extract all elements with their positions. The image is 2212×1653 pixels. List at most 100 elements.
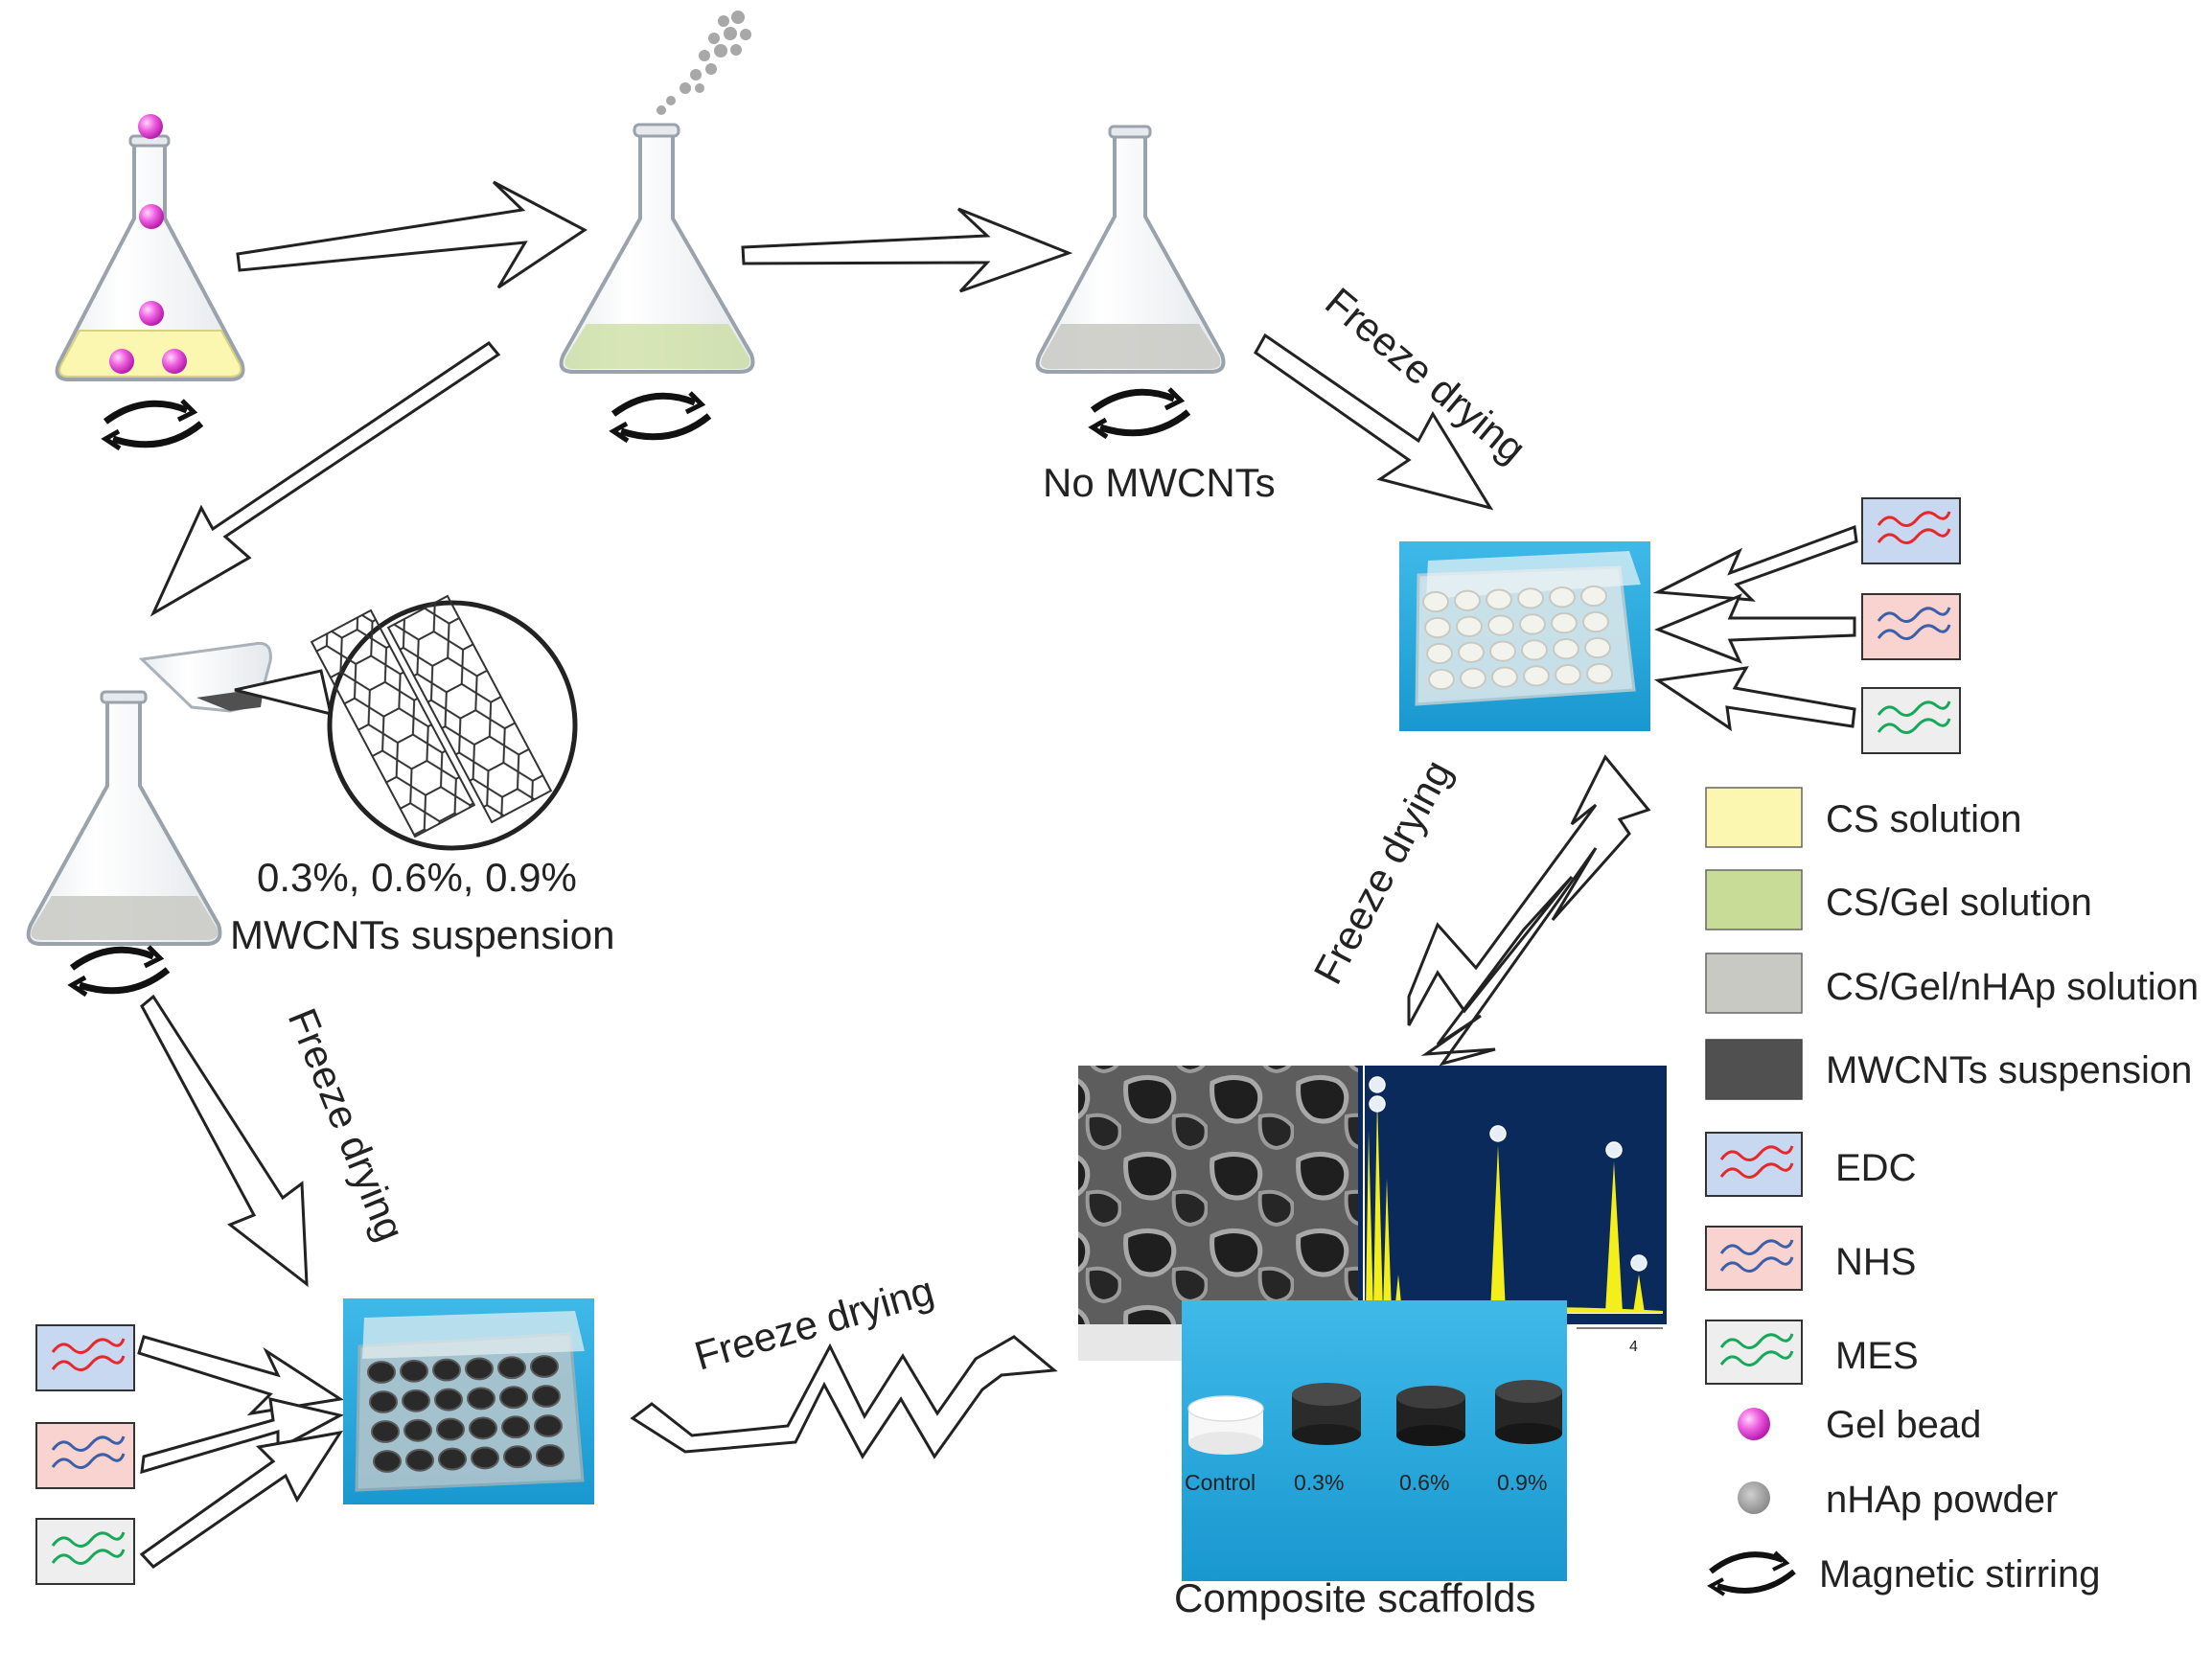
arrows: [137, 180, 1858, 1569]
arrow-flask2-to-flask4: [150, 340, 501, 617]
well: [1517, 587, 1544, 609]
arrow-flask4-to-plate-bottom: [140, 994, 309, 1288]
magnetic-stirring-icon: [1707, 1550, 1796, 1596]
label-mwcnts-suspension: MWCNTs suspension: [230, 912, 614, 957]
well: [1553, 638, 1579, 660]
well: [1551, 612, 1578, 634]
well: [1486, 588, 1512, 610]
reagent-mes-top: [1861, 687, 1961, 754]
legend-swatch-mes: [1705, 1320, 1803, 1385]
reagent-mes-bottom: [35, 1518, 135, 1585]
well: [434, 1388, 463, 1412]
legend-label-cs: CS solution: [1826, 798, 2022, 840]
well: [467, 1387, 495, 1411]
well: [436, 1417, 465, 1441]
well: [1426, 642, 1453, 665]
well: [469, 1416, 497, 1440]
well: [532, 1385, 561, 1408]
gel-bead-icon: [162, 349, 187, 374]
flask-mwcnts: 0.3%, 0.6%, 0.9% MWCNTs suspension: [26, 594, 614, 998]
arrow-zigzag-plate-to-eds: [1407, 754, 1651, 1067]
arrow-flask1-to-flask2: [236, 180, 588, 289]
well: [402, 1389, 430, 1412]
well: [1458, 641, 1485, 663]
well: [1586, 662, 1613, 685]
well: [1454, 589, 1481, 611]
legend-swatch-cs-gel-nhap: [1705, 953, 1803, 1014]
liquid-cs-gel: [565, 324, 750, 369]
scaffold-control: [1187, 1395, 1264, 1455]
legend-swatch-nhs: [1705, 1226, 1803, 1291]
well: [1580, 585, 1607, 608]
well: [536, 1444, 565, 1467]
label-composite-scaffolds: Composite scaffolds: [1174, 1575, 1535, 1620]
well: [534, 1414, 563, 1437]
eds-tick-label: 4: [1629, 1339, 1638, 1355]
liquid-cs: [58, 330, 242, 378]
arrow-edc-to-plate-top: [1652, 524, 1858, 602]
well: [400, 1359, 428, 1383]
legend-swatch-edc: [1705, 1132, 1803, 1197]
reagent-edc-top: [1861, 497, 1961, 564]
flask-cs-solution: [55, 114, 245, 451]
well: [1428, 668, 1455, 691]
well: [1519, 613, 1546, 635]
well: [403, 1418, 432, 1442]
well: [1424, 616, 1451, 639]
well: [501, 1415, 530, 1439]
scaffold-0.6: [1396, 1386, 1465, 1446]
well: [438, 1447, 467, 1471]
reagent-nhs-top: [1861, 593, 1961, 660]
gel-bead-icon: [1738, 1408, 1770, 1440]
well: [1489, 640, 1516, 662]
well: [1521, 639, 1548, 661]
well: [530, 1355, 559, 1378]
well: [1582, 610, 1609, 633]
legend: CS solution CS/Gel solution CS/Gel/nHAp …: [1705, 787, 2199, 1596]
legend-label-nhs: NHS: [1835, 1241, 1916, 1283]
well: [471, 1446, 499, 1470]
reagent-nhs-bottom: [35, 1422, 135, 1489]
legend-label-gel-bead: Gel bead: [1826, 1404, 1981, 1446]
well: [1487, 614, 1514, 636]
well: [1523, 665, 1550, 687]
well: [369, 1390, 398, 1413]
sample-label-0.6: 0.6%: [1399, 1470, 1449, 1495]
arrow-nhs-to-plate-bottom: [140, 1397, 345, 1475]
well: [432, 1358, 461, 1382]
wells-white: [1422, 585, 1613, 691]
arrow-flask3-to-plate-top: [1254, 333, 1494, 511]
legend-swatch-mwcnts: [1705, 1039, 1803, 1100]
well: [405, 1448, 434, 1472]
eds-spectrum: 4: [1358, 1066, 1667, 1361]
arrow-mes-to-plate-top: [1653, 666, 1856, 732]
scaffold-0.3: [1292, 1383, 1361, 1445]
gel-bead-icon: [139, 204, 164, 229]
well: [1584, 636, 1611, 659]
arrow-edc-to-plate-bottom: [137, 1335, 345, 1416]
well-plate-control-photo: [1399, 541, 1650, 731]
legend-label-magnetic-stirring: Magnetic stirring: [1819, 1553, 2100, 1596]
sample-label-0.9: 0.9%: [1497, 1470, 1547, 1495]
gel-bead-icon: [139, 301, 164, 326]
wells-dark: [367, 1355, 565, 1473]
label-no-mwcnts: No MWCNTs: [1043, 460, 1276, 505]
sample-label-control: Control: [1185, 1470, 1256, 1495]
well: [1460, 667, 1486, 689]
stirring-icon: [101, 399, 204, 451]
legend-label-mwcnts: MWCNTs suspension: [1826, 1049, 2192, 1091]
liquid-with-mwcnts: [31, 896, 219, 940]
gel-bead-icon: [109, 349, 134, 374]
stirring-icon: [67, 945, 171, 998]
flask-cs-gel-solution: [559, 11, 755, 444]
reagent-edc-bottom: [35, 1324, 135, 1391]
legend-label-nhap-powder: nHAp powder: [1826, 1479, 2058, 1521]
legend-label-mes: MES: [1835, 1335, 1919, 1377]
legend-swatch-cs: [1705, 787, 1803, 848]
well: [503, 1445, 532, 1469]
well-plate-mwcnts-photo: [343, 1298, 594, 1504]
well: [1491, 666, 1518, 688]
well: [1555, 664, 1581, 686]
legend-label-edc: EDC: [1835, 1147, 1916, 1189]
